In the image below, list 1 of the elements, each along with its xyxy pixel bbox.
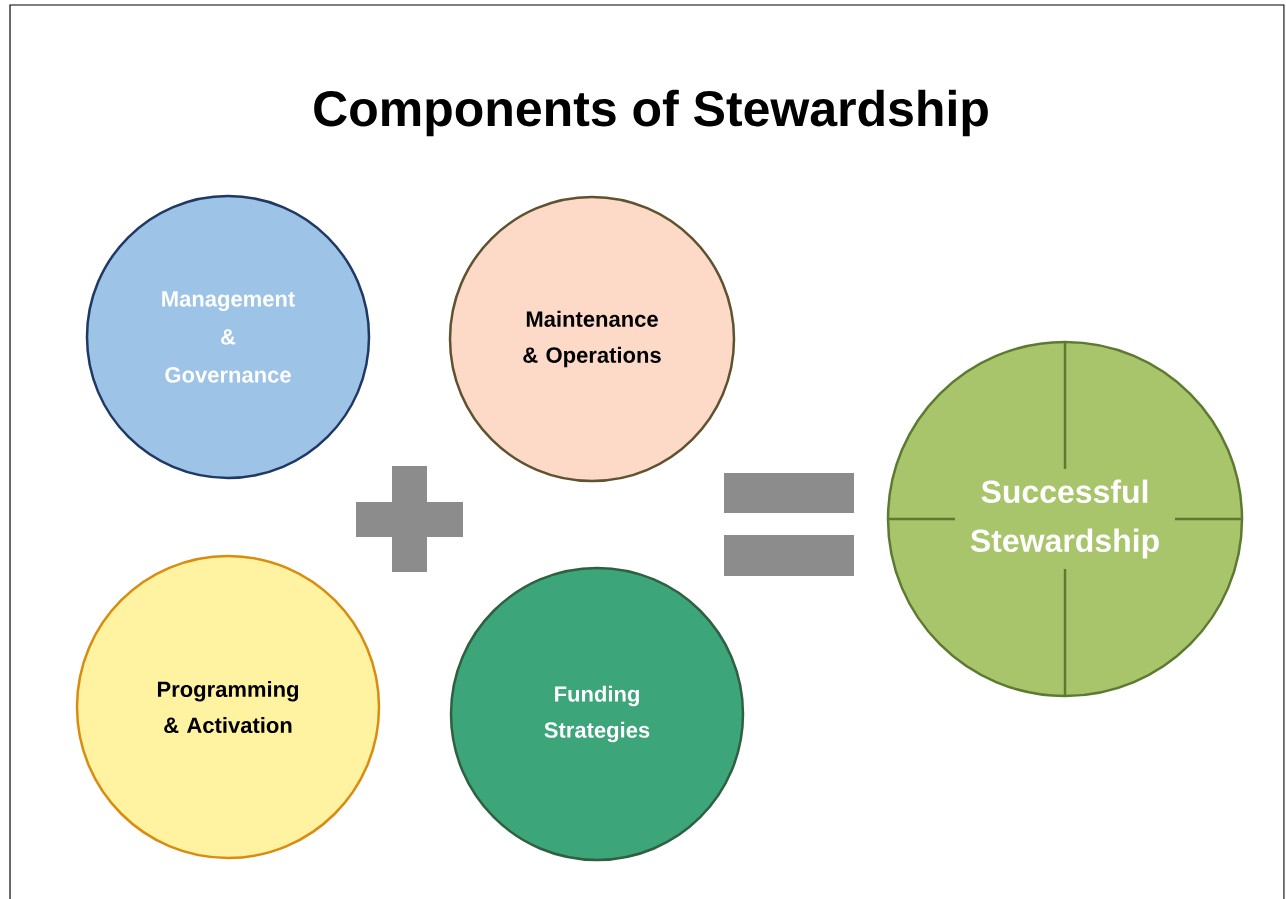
title: Components of Stewardship <box>314 89 988 137</box>
